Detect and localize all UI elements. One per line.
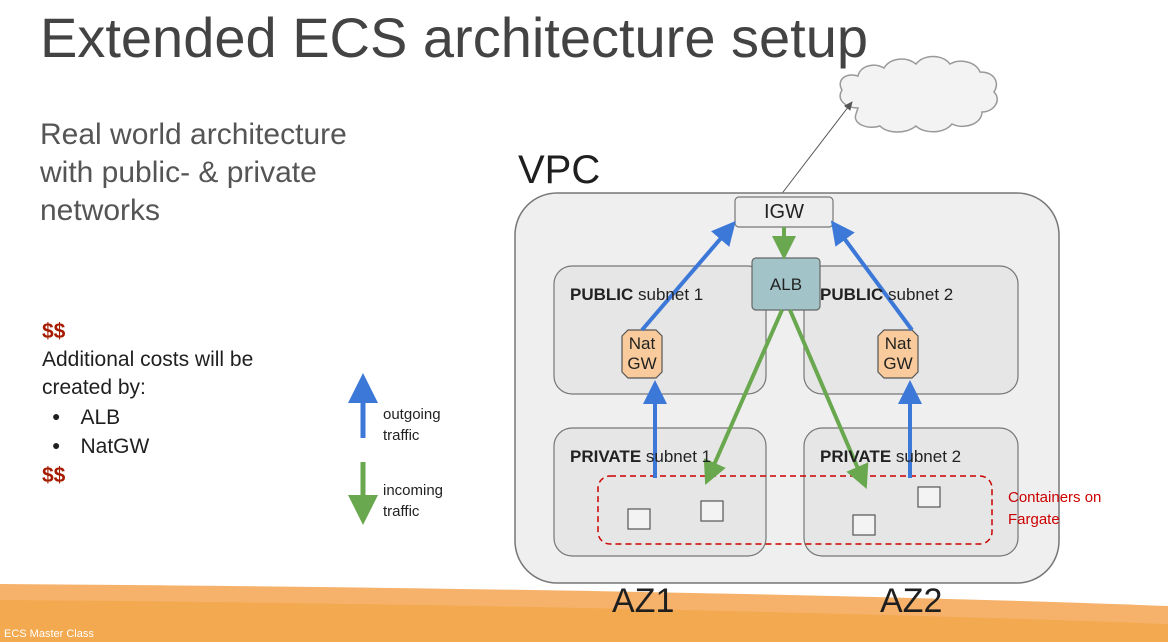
legend-text: traffic: [383, 427, 420, 444]
subnet-name: subnet 1: [633, 285, 704, 304]
outgoing-arrow: [830, 220, 914, 332]
fargate-dashed-area: [597, 475, 993, 545]
subnet-type: PRIVATE: [570, 447, 642, 466]
subnet-type: PUBLIC: [820, 285, 884, 304]
legend-text: outgoing: [383, 406, 441, 423]
igw-label: IGW: [764, 201, 804, 223]
legend-text: traffic: [383, 503, 420, 520]
legend-text: incoming: [383, 482, 444, 499]
legend-outgoing-label: outgoing traffic: [383, 404, 441, 446]
container-icon: [852, 514, 876, 536]
az2-label: AZ2: [880, 582, 943, 620]
public-subnet-2-label: PUBLIC subnet 2: [820, 285, 953, 305]
subnet-name: subnet 2: [891, 447, 962, 466]
nat-gw-text: GW: [883, 354, 913, 373]
nat-gw-2-box: [877, 329, 919, 379]
nat-gw-text: Nat: [628, 334, 656, 353]
subnet-name: subnet 1: [641, 447, 712, 466]
nat-gw-text: GW: [627, 354, 657, 373]
internet-cloud-icon: [839, 55, 998, 133]
alb-label: ALB: [769, 275, 803, 294]
nat-gw-text: Nat: [884, 334, 912, 353]
outgoing-arrow: [640, 220, 736, 332]
slide-title: Extended ECS architecture setup: [40, 6, 869, 69]
subnet-type: PRIVATE: [820, 447, 892, 466]
nat-gw-2-label: Nat GW: [878, 334, 918, 374]
subtitle-line: with public- & private: [40, 156, 317, 189]
igw-to-internet-line: [779, 101, 853, 197]
subnet-name: subnet 2: [883, 285, 954, 304]
container-icon: [917, 486, 941, 508]
containers-on-fargate-label: Containers on Fargate: [1008, 487, 1101, 531]
nat-gw-1-box: [621, 329, 663, 379]
subtitle: Real world architecture with public- & p…: [40, 116, 347, 230]
private-subnet-2-label: PRIVATE subnet 2: [820, 447, 961, 467]
container-icon: [700, 500, 724, 522]
private-subnet-1-label: PRIVATE subnet 1: [570, 447, 711, 467]
az1-label: AZ1: [612, 582, 675, 620]
subtitle-line: networks: [40, 194, 161, 227]
fargate-text: Containers on: [1008, 489, 1102, 506]
cost-item-list: ALB NatGW: [42, 404, 253, 462]
subtitle-line: Real world architecture: [40, 118, 347, 151]
cost-text-line: created by:: [42, 376, 146, 399]
footer-course-name: ECS Master Class: [4, 628, 94, 640]
incoming-arrow: [703, 309, 784, 485]
cost-item: NatGW: [52, 433, 253, 462]
public-subnet-1-label: PUBLIC subnet 1: [570, 285, 703, 305]
container-icon: [627, 508, 651, 530]
legend-incoming-label: incoming traffic: [383, 480, 443, 522]
fargate-text: Fargate: [1008, 511, 1060, 528]
subnet-type: PUBLIC: [570, 285, 634, 304]
cost-marker-top: $$: [42, 320, 66, 343]
incoming-arrow: [788, 309, 869, 490]
nat-gw-1-label: Nat GW: [622, 334, 662, 374]
cost-marker-bottom: $$: [42, 464, 66, 487]
cost-item: ALB: [52, 404, 253, 433]
cost-notes: $$ Additional costs will be created by: …: [42, 318, 253, 490]
vpc-label: VPC: [518, 148, 601, 192]
footer-band-shade: [0, 600, 1168, 642]
cost-text-line: Additional costs will be: [42, 348, 254, 371]
